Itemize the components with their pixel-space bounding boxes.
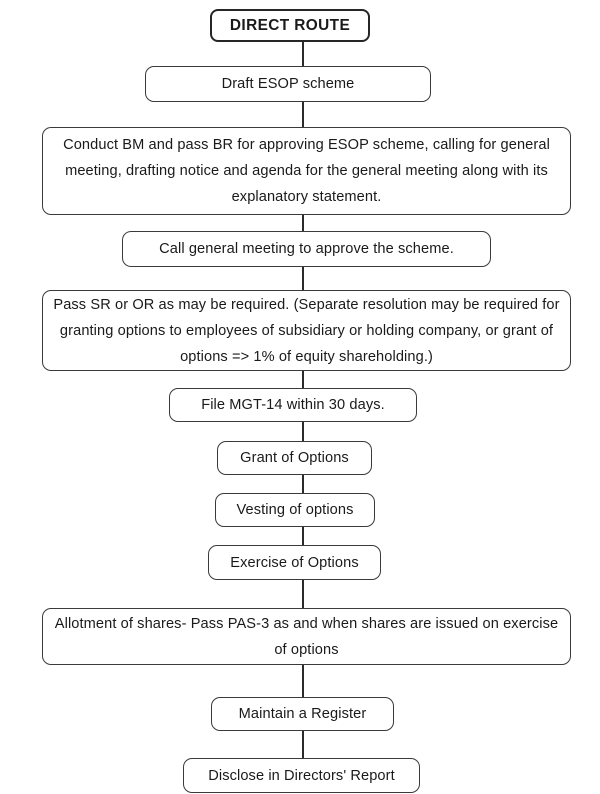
flow-node-maintain-a-register: Maintain a Register — [211, 697, 394, 731]
flow-node-label: Exercise of Options — [230, 554, 359, 571]
flow-node-file-mgt-14: File MGT-14 within 30 days. — [169, 388, 417, 422]
flow-connector-direct-route-to-draft-esop-scheme — [302, 42, 304, 67]
flow-connector-grant-of-options-to-vesting-of-options — [302, 474, 304, 494]
flow-node-pass-sr-or-or: Pass SR or OR as may be required. (Separ… — [42, 290, 571, 371]
flow-node-label: DIRECT ROUTE — [229, 16, 351, 34]
flow-node-label: Conduct BM and pass BR for approving ESO… — [63, 137, 550, 205]
flow-connector-call-general-meeting-to-pass-sr-or-or — [302, 266, 304, 291]
flow-connector-exercise-of-options-to-allotment-of-shares — [302, 579, 304, 609]
flow-node-label: Maintain a Register — [238, 706, 367, 722]
flow-connector-maintain-a-register-to-disclose-in-directors-report — [302, 730, 304, 759]
flow-connector-draft-esop-scheme-to-conduct-bm-pass-br — [302, 101, 304, 128]
flow-node-call-general-meeting: Call general meeting to approve the sche… — [122, 231, 491, 267]
flow-connector-allotment-of-shares-to-maintain-a-register — [302, 664, 304, 698]
flow-node-conduct-bm-pass-br: Conduct BM and pass BR for approving ESO… — [42, 127, 571, 215]
flow-node-label: Vesting of options — [236, 502, 354, 518]
flow-node-allotment-of-shares: Allotment of shares- Pass PAS-3 as and w… — [42, 608, 571, 665]
flow-node-label: Draft ESOP scheme — [221, 76, 355, 92]
flow-node-vesting-of-options: Vesting of options — [215, 493, 375, 527]
flow-connector-conduct-bm-pass-br-to-call-general-meeting — [302, 214, 304, 232]
flow-node-label: File MGT-14 within 30 days. — [201, 397, 385, 413]
flow-node-label: Pass SR or OR as may be required. (Separ… — [53, 296, 560, 365]
flow-node-grant-of-options: Grant of Options — [217, 441, 372, 475]
flow-connector-file-mgt-14-to-grant-of-options — [302, 421, 304, 442]
flow-node-label: Allotment of shares- Pass PAS-3 as and w… — [54, 615, 559, 658]
flow-node-exercise-of-options: Exercise of Options — [208, 545, 381, 580]
flow-node-label: Call general meeting to approve the sche… — [159, 241, 454, 257]
flow-node-direct-route: DIRECT ROUTE — [210, 9, 370, 42]
flow-node-label: Disclose in Directors' Report — [208, 767, 395, 784]
flow-connector-vesting-of-options-to-exercise-of-options — [302, 526, 304, 546]
flow-node-label: Grant of Options — [240, 450, 349, 466]
flow-node-disclose-in-directors-report: Disclose in Directors' Report — [183, 758, 420, 793]
flow-connector-pass-sr-or-or-to-file-mgt-14 — [302, 370, 304, 389]
flow-node-draft-esop-scheme: Draft ESOP scheme — [145, 66, 431, 102]
